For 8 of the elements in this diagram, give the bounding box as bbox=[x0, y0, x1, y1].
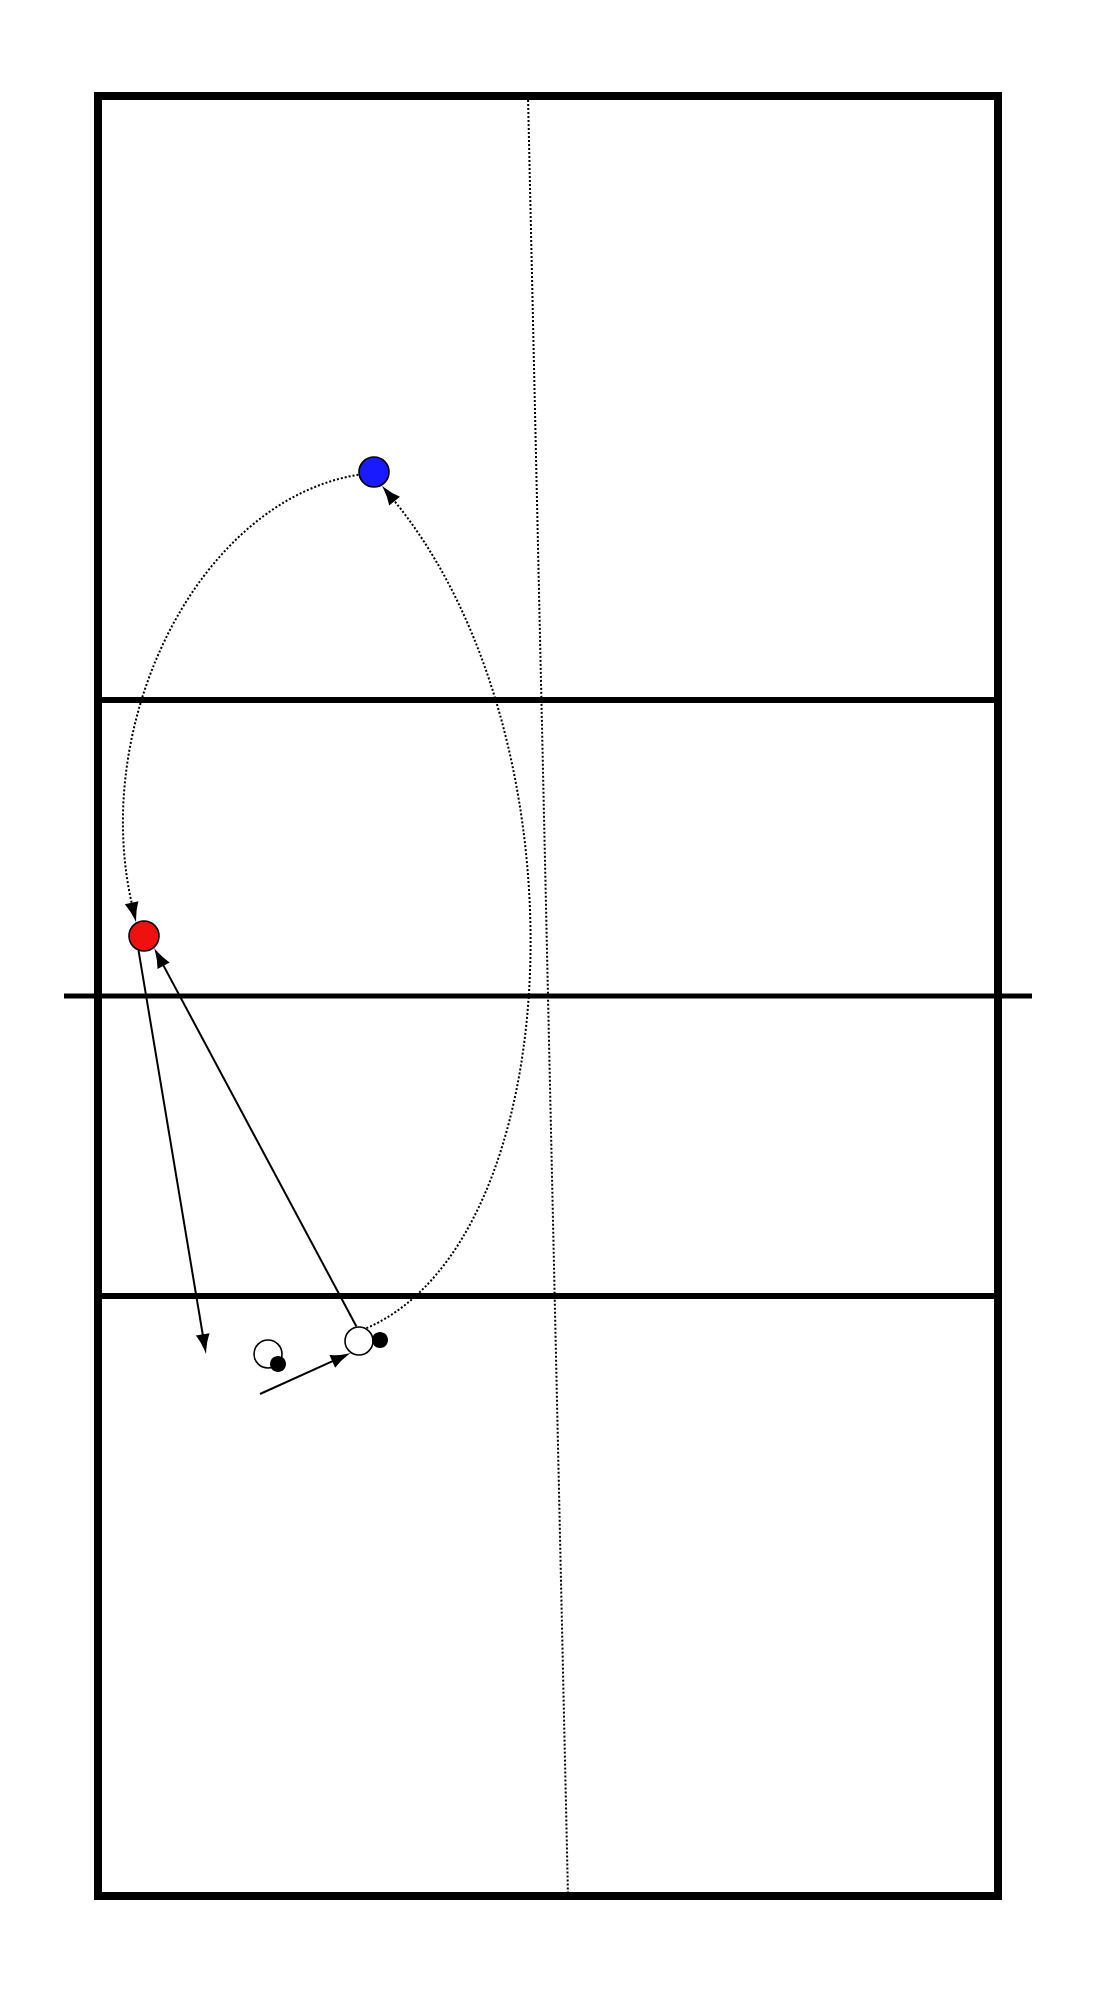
player-circle bbox=[128, 920, 160, 952]
dotted-arrow bbox=[365, 488, 532, 1330]
player-circle bbox=[358, 456, 390, 488]
arrow bbox=[137, 949, 210, 1351]
player-circle bbox=[344, 1326, 374, 1356]
arrow bbox=[155, 951, 358, 1328]
dotted-arrow bbox=[122, 473, 360, 920]
arrow bbox=[259, 1353, 348, 1395]
